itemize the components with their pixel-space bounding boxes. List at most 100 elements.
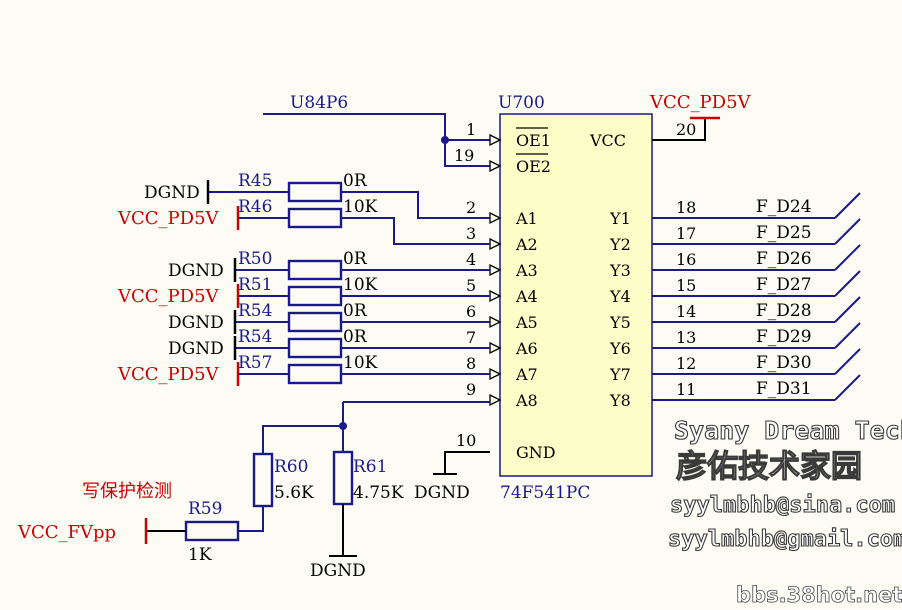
resistor-value: 0R	[343, 249, 368, 269]
pin-name-right: Y6	[609, 339, 631, 358]
bus-entry	[834, 348, 861, 375]
resistor-r59	[184, 520, 240, 542]
r60-ref: R60	[274, 457, 308, 477]
pin-number-left: 5	[466, 276, 476, 295]
net-label-left: DGND	[168, 339, 224, 359]
resistor-value: 0R	[343, 171, 368, 191]
resistor-body	[287, 337, 343, 359]
ic-part: 74F541PC	[500, 483, 590, 503]
pin-name-left: A7	[515, 365, 538, 384]
r59-ref: R59	[188, 499, 222, 519]
net-label-left: DGND	[168, 313, 224, 333]
r61-ref: R61	[353, 457, 387, 477]
resistor-r60	[252, 452, 274, 508]
net-label-chip-gnd: DGND	[414, 483, 470, 503]
net-label-left: DGND	[168, 261, 224, 281]
pin-number-right: 16	[676, 250, 696, 269]
resistor-ref: R57	[238, 353, 272, 373]
pin-name-left: A3	[515, 261, 538, 280]
net-label-output: F_D29	[756, 327, 812, 347]
watermark: Syany Dream Tech 彦佑技术家园 syylmbhb@sina.co…	[667, 415, 902, 607]
pin-number-left: 1	[466, 120, 476, 139]
annotation-write-protect: 写保护检测	[82, 481, 172, 502]
pin-arrow	[489, 393, 502, 407]
net-label-output: F_D25	[756, 223, 812, 243]
bus-entry	[834, 296, 861, 323]
pin-number-right: 12	[676, 354, 696, 373]
pin-name-left: A6	[515, 339, 538, 358]
net-label-output: F_D28	[756, 301, 812, 321]
pin-name-right: Y5	[609, 313, 631, 332]
net-label-left: DGND	[144, 183, 200, 203]
bus-entry	[834, 244, 861, 271]
pin-number-left: 7	[466, 328, 476, 347]
bus-entry	[834, 192, 861, 219]
pin-number-right: 11	[676, 380, 696, 399]
resistor-ref: R51	[238, 275, 272, 295]
resistor-body	[287, 285, 343, 307]
r59-value: 1K	[188, 545, 212, 565]
pin-name-left: A5	[515, 313, 538, 332]
resistor-body	[287, 311, 343, 333]
resistor-lead	[341, 217, 490, 245]
net-label-bottom-gnd: DGND	[310, 561, 366, 581]
net-label-vcc-fvpp: VCC_FVpp	[17, 522, 116, 543]
net-label-output: F_D27	[756, 275, 812, 295]
pin-number-left: 19	[454, 146, 474, 165]
divider-network: R60 5.6K R61 4.75K DGND R59 1K VCC_FVpp …	[17, 401, 490, 581]
pin-arrow	[489, 341, 502, 355]
pin-arrow	[489, 315, 502, 329]
vcc-top-net: VCC_PD5V	[649, 92, 752, 141]
r60-value: 5.6K	[274, 483, 314, 503]
pin-number-right: 17	[676, 224, 696, 243]
pin-number-right: 14	[676, 302, 696, 321]
net-label-output: F_D30	[756, 353, 812, 373]
pin-name-right: Y4	[609, 287, 631, 306]
pin-name-left: A8	[515, 391, 538, 410]
bus-entry	[834, 322, 861, 349]
pin-name-right: VCC	[589, 131, 626, 150]
watermark-line1: Syany Dream Tech	[674, 416, 902, 445]
resistor-body	[287, 181, 343, 203]
junction-dot	[441, 136, 449, 144]
pin-number-left: 2	[466, 198, 476, 217]
watermark-site: bbs.38hot.net	[736, 583, 902, 607]
resistor-ref: R50	[238, 249, 272, 269]
watermark-line2: 彦佑技术家园	[676, 449, 862, 485]
resistor-value: 0R	[343, 301, 368, 321]
pin-arrow	[489, 237, 502, 251]
pin-name-left: OE1	[516, 131, 551, 150]
pin-number-right: 13	[676, 328, 696, 347]
pin-number-right: 18	[676, 198, 696, 217]
bus-entry	[834, 270, 861, 297]
pin-arrow	[489, 289, 502, 303]
resistor-value: 0R	[343, 327, 368, 347]
resistor-ref: R54	[238, 327, 272, 347]
pin-arrow	[489, 133, 502, 147]
pin-number-right: 15	[676, 276, 696, 295]
net-label-left: VCC_PD5V	[117, 364, 220, 385]
pin-number-left: 8	[466, 354, 476, 373]
resistor-value: 10K	[343, 275, 378, 295]
pin-arrow	[489, 211, 502, 225]
resistor-r61	[332, 450, 354, 506]
enable-net: U84P6	[263, 93, 490, 167]
pin-name-left: A2	[515, 235, 538, 254]
resistor-lead	[341, 191, 490, 219]
watermark-line3: syylmbhb@sina.com	[670, 493, 895, 518]
resistor-ref: R46	[238, 197, 272, 217]
resistor-ref: R54	[238, 301, 272, 321]
pin-arrow	[489, 159, 502, 173]
r61-value: 4.75K	[353, 483, 404, 503]
pin-number-right: 20	[676, 120, 696, 139]
junction-dot	[339, 422, 347, 430]
resistor-value: 10K	[343, 353, 378, 373]
pin-name-left: A1	[515, 209, 538, 228]
net-label-left: VCC_PD5V	[117, 208, 220, 229]
resistor-body	[287, 259, 343, 281]
pin-name-left: OE2	[516, 157, 551, 176]
pin-number-left: 3	[466, 224, 476, 243]
pin-arrow	[489, 263, 502, 277]
resistor-body	[287, 207, 343, 229]
